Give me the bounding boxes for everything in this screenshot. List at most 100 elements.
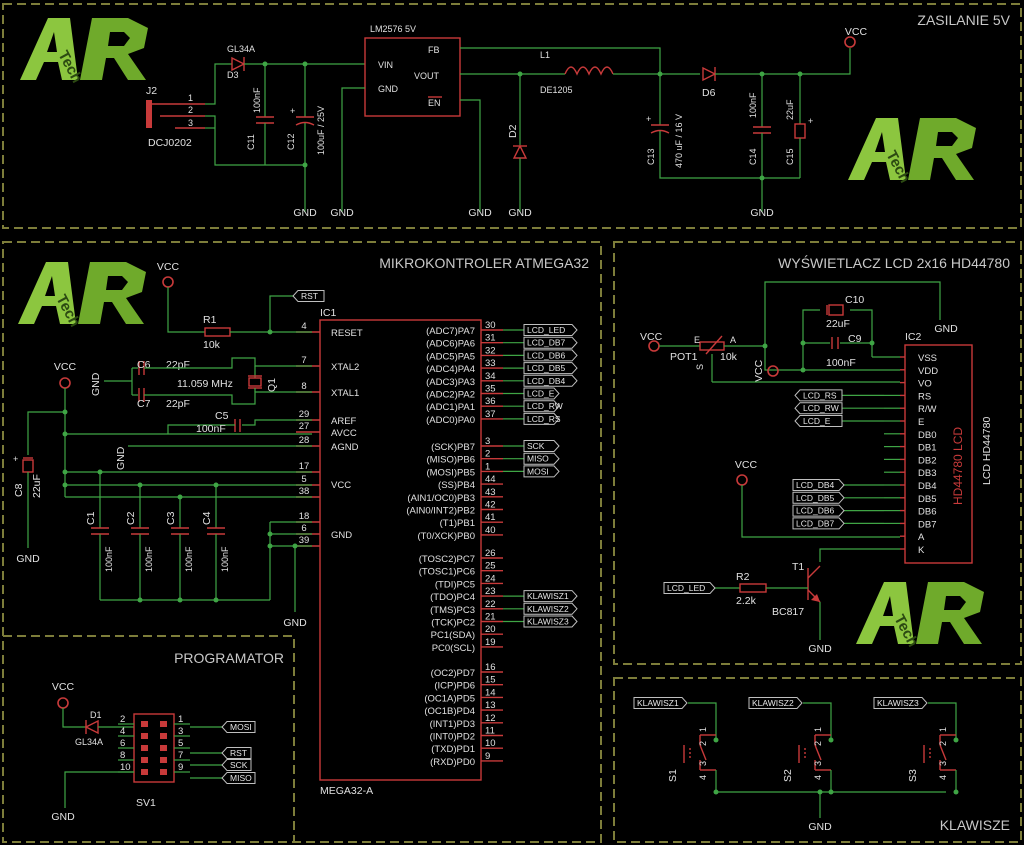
net-label-text: LCD_DB7 [796, 518, 835, 528]
net-label-text: LCD_DB5 [527, 363, 566, 373]
mcu-pin-name: (OC2)PD7 [431, 668, 475, 679]
mcu-pin-number: 25 [485, 561, 496, 572]
vcc-label: VCC [640, 331, 663, 343]
c9-label: C9 [848, 333, 862, 345]
net-label-text: KLAWISZ3 [527, 617, 569, 627]
mcu-pin-name: PC1(SDA) [431, 630, 475, 641]
mcu-pin-name: (T1)PB1 [440, 518, 475, 529]
key-pin-number: 1 [813, 727, 823, 732]
c8-label: C8 [13, 483, 25, 497]
sv1-pin-number: 9 [178, 762, 183, 773]
lcd-pin-name: DB6 [918, 507, 936, 518]
mcu-pin-number: 44 [485, 474, 496, 485]
net-label-text: KLAWISZ1 [527, 591, 569, 601]
sv1-pin-pad [141, 745, 148, 751]
net-label-tag: LCD_DB7 [523, 336, 578, 349]
mcu-pin-number: 1 [485, 461, 490, 472]
ic1-part: MEGA32-A [320, 785, 373, 797]
gnd-label: GND [330, 207, 354, 219]
mcu-pin-number: 2 [485, 449, 490, 460]
net-label-tag: LCD_DB6 [792, 504, 845, 517]
mcu-pin-name: (TXD)PD1 [431, 744, 475, 755]
c12-plus: + [290, 106, 295, 116]
c13-plus: + [646, 114, 651, 124]
ic2-label: IC2 [905, 331, 922, 343]
net-label-text: MISO [527, 454, 549, 464]
vcc-label: VCC [753, 359, 765, 382]
pot-pin-s: S [695, 364, 705, 370]
net-label-text: LCD_LED [527, 325, 565, 335]
c10-value: 22uF [826, 318, 850, 330]
crystal-label: Q1 [266, 378, 278, 392]
mcu-pin-number: 5 [301, 474, 306, 485]
frame-lcd [613, 241, 1022, 665]
atmega32-symbol [319, 319, 482, 781]
mcu-pin-number: 10 [485, 738, 496, 749]
mcu-pin-number: 18 [299, 511, 310, 522]
gnd-label: GND [750, 207, 774, 219]
title-power: ZASILANIE 5V [917, 12, 1010, 28]
l1-part: DE1205 [540, 85, 573, 95]
c13-label: C13 [646, 148, 656, 165]
cap-label: C3 [165, 511, 177, 525]
gnd-label: GND [808, 821, 832, 833]
mcu-pin-number: 17 [299, 461, 310, 472]
mcu-pin-number: 14 [485, 687, 496, 698]
mcu-pin-number: 41 [485, 512, 496, 523]
net-label-text: LCD_DB6 [527, 350, 566, 360]
sv1-pin-pad [160, 745, 167, 751]
lcd-part: LCD HD44780 [981, 417, 993, 485]
mcu-pin-number: 15 [485, 675, 496, 686]
r1-label: R1 [203, 314, 217, 326]
d3-label: D3 [227, 70, 239, 80]
d3-part: GL34A [227, 44, 255, 54]
net-label-tag: LCD_RS [794, 389, 843, 402]
mcu-pin-name: (RXD)PD0 [430, 757, 475, 768]
net-label-text: LCD_RW [803, 403, 839, 413]
mcu-pin-name: (ADC5)PA5 [426, 351, 475, 362]
mcu-pin-name: AGND [331, 442, 359, 453]
net-tags-layer: LCD_LEDLCD_DB7LCD_DB6LCD_DB5LCD_DB4LCD_E… [221, 290, 928, 784]
mcu-pin-number: 26 [485, 548, 496, 559]
net-label-tag: RST [292, 290, 325, 302]
net-label-tag: LCD_DB7 [792, 517, 845, 530]
key-pin-number: 4 [698, 775, 708, 780]
d6-diode-symbol [702, 66, 717, 82]
net-label-tag: LCD_E [523, 387, 560, 400]
r1-value: 10k [203, 339, 221, 351]
net-label-text: RST [301, 291, 318, 301]
mcu-pin-name: RESET [331, 328, 363, 339]
mcu-pin-number: 42 [485, 500, 496, 511]
mcu-pin-number: 40 [485, 525, 496, 536]
reg-pin-vin: VIN [378, 60, 393, 70]
net-label-tag: SCK [221, 759, 252, 771]
artech-logo: Tech [848, 118, 976, 186]
j2-label: J2 [146, 85, 157, 97]
mcu-pin-number: 33 [485, 358, 496, 369]
mcu-pin-name: (ADC0)PA0 [426, 415, 475, 426]
net-label-text: LCD_DB6 [796, 506, 835, 516]
sv1-pin-number: 4 [120, 726, 125, 737]
c13-value: 470 uF / 16 V [674, 114, 684, 168]
c5-value: 100nF [196, 423, 226, 435]
net-label-tag: LCD_LED [523, 324, 578, 336]
sv1-pin-pad [141, 757, 148, 763]
mcu-pin-number: 39 [299, 535, 310, 546]
j2-pin3: 3 [188, 118, 193, 128]
sv1-connector-symbol [133, 713, 175, 783]
lcd-pin-name: DB0 [918, 430, 936, 441]
key-label: S1 [667, 769, 679, 782]
r1-resistor-symbol [204, 327, 231, 337]
d1-label: D1 [90, 710, 102, 720]
frame-keys [613, 677, 1022, 843]
gnd-label: GND [508, 207, 532, 219]
sv1-pin-pad [141, 769, 148, 775]
gnd-label: GND [468, 207, 492, 219]
key-pin-number: 1 [938, 727, 948, 732]
cap-label: C4 [201, 511, 213, 525]
